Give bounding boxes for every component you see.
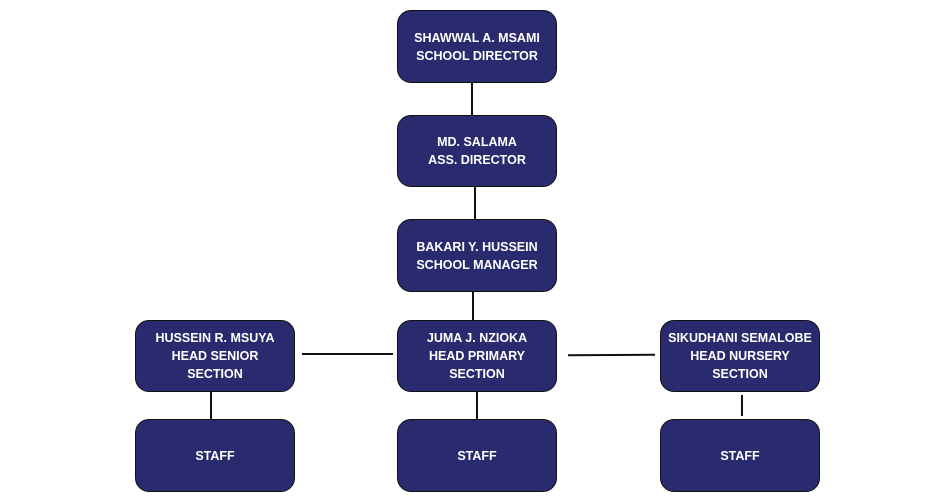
node-name: BAKARI Y. HUSSEIN [416,239,538,254]
node-staff-primary: STAFF [397,419,557,492]
node-name: JUMA J. NZIOKA [426,331,528,345]
node-school-manager: BAKARI Y. HUSSEIN SCHOOL MANAGER [397,219,557,292]
connector-primary-staff [476,392,478,419]
node-label: STAFF [720,448,760,463]
node-label: STAFF [457,448,497,463]
node-staff-nursery: STAFF [660,419,820,492]
node-role-2: SECTION [187,367,243,381]
node-school-director: SHAWWAL A. MSAMI SCHOOL DIRECTOR [397,10,557,83]
connector-director-assistant [471,83,473,115]
connector-manager-primary [472,292,474,320]
node-label: STAFF [195,448,235,463]
node-role: HEAD PRIMARY [428,349,526,363]
node-head-primary: JUMA J. NZIOKA HEAD PRIMARY SECTION [397,320,557,392]
node-role: HEAD NURSERY [690,349,790,363]
node-role: SCHOOL MANAGER [416,257,538,272]
connector-assistant-manager [474,187,476,219]
connector-nursery-staff [741,395,743,416]
connector-primary-senior [302,353,393,355]
node-role: ASS. DIRECTOR [428,153,526,167]
connector-primary-nursery [567,353,656,357]
node-name: HUSSEIN R. MSUYA [155,331,275,345]
node-name: SIKUDHANI SEMALOBE [668,331,812,345]
node-role: SCHOOL DIRECTOR [416,48,538,63]
node-staff-senior: STAFF [135,419,295,492]
node-name: MD. SALAMA [437,135,517,149]
node-assistant-director: MD. SALAMA ASS. DIRECTOR [397,115,557,187]
node-head-nursery: SIKUDHANI SEMALOBE HEAD NURSERY SECTION [660,320,820,392]
node-name: SHAWWAL A. MSAMI [414,30,540,45]
node-role-2: SECTION [449,367,505,381]
node-head-senior: HUSSEIN R. MSUYA HEAD SENIOR SECTION [135,320,295,392]
node-role-2: SECTION [712,367,768,381]
connector-senior-staff [210,391,212,419]
node-role: HEAD SENIOR [171,349,259,363]
